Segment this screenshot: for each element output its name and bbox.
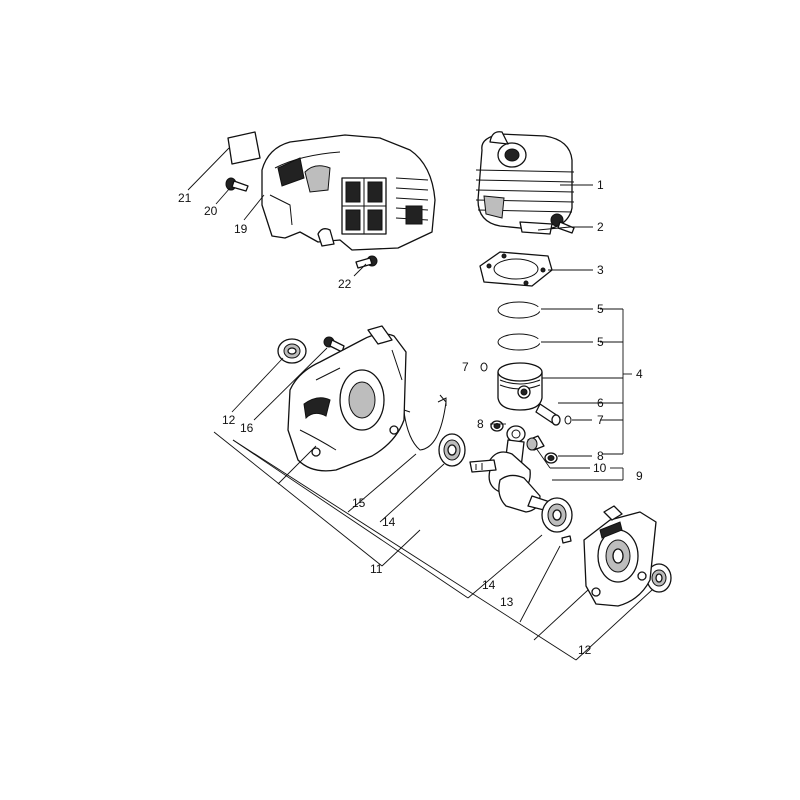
callout-9: 9 bbox=[636, 469, 643, 483]
callout-22: 22 bbox=[338, 277, 352, 291]
part-7-circlip-left bbox=[480, 362, 488, 372]
callout-14-right: 14 bbox=[482, 578, 496, 592]
callout-4: 4 bbox=[636, 367, 643, 381]
part-10-needle-bearing bbox=[526, 435, 545, 451]
callout-11: 11 bbox=[370, 562, 383, 576]
callout-7-left: 7 bbox=[462, 360, 469, 374]
part-20-bolt bbox=[225, 177, 249, 192]
callout-7-right: 7 bbox=[597, 413, 604, 427]
callout-2: 2 bbox=[597, 220, 604, 234]
part-2-bolt bbox=[550, 213, 575, 234]
part-1-cylinder bbox=[475, 131, 575, 235]
callout-5-upper: 5 bbox=[597, 302, 604, 316]
callout-8-right: 8 bbox=[597, 449, 604, 463]
callout-1: 1 bbox=[597, 178, 604, 192]
crankshaft bbox=[469, 425, 557, 513]
callout-8-left: 8 bbox=[477, 417, 484, 431]
part-14-bearing-left bbox=[438, 433, 466, 467]
part-8-bearing-right bbox=[544, 452, 558, 464]
callout-21: 21 bbox=[178, 191, 192, 205]
callout-5-lower: 5 bbox=[597, 335, 604, 349]
part-14-bearing-right bbox=[541, 497, 573, 533]
piston bbox=[497, 362, 543, 411]
callout-14-left: 14 bbox=[382, 515, 396, 529]
part-5-piston-ring-upper bbox=[497, 301, 544, 319]
callout-16: 16 bbox=[240, 421, 254, 435]
callout-3: 3 bbox=[597, 263, 604, 277]
crankcase-left bbox=[287, 325, 407, 472]
part-5-piston-ring-lower bbox=[497, 333, 544, 351]
part-16-bolt bbox=[323, 336, 345, 353]
callout-12-left: 12 bbox=[222, 413, 236, 427]
part-19-top-cover bbox=[261, 134, 436, 251]
part-12-seal-left bbox=[277, 338, 307, 364]
callout-13: 13 bbox=[500, 595, 514, 609]
callout-labels: 1 2 3 5 5 4 7 6 7 8 8 10 9 21 20 19 22 1… bbox=[178, 178, 643, 657]
crankcase-right bbox=[583, 505, 657, 607]
part-12-seal-right bbox=[646, 563, 672, 593]
part-13-pin bbox=[561, 535, 572, 544]
part-3-gasket bbox=[479, 251, 553, 287]
callout-6: 6 bbox=[597, 396, 604, 410]
callout-19: 19 bbox=[234, 222, 248, 236]
part-22-screw bbox=[355, 255, 378, 269]
part-8-bearing-left bbox=[490, 420, 504, 432]
part-7-circlip-right bbox=[564, 415, 572, 425]
leader-lines bbox=[187, 147, 653, 661]
callout-20: 20 bbox=[204, 204, 218, 218]
part-21-decal bbox=[227, 131, 261, 165]
part-6-piston-pin bbox=[535, 403, 561, 426]
part-15-bracket bbox=[399, 394, 447, 451]
callout-12-right: 12 bbox=[578, 643, 592, 657]
callout-10: 10 bbox=[593, 461, 607, 475]
callout-15: 15 bbox=[352, 496, 366, 510]
